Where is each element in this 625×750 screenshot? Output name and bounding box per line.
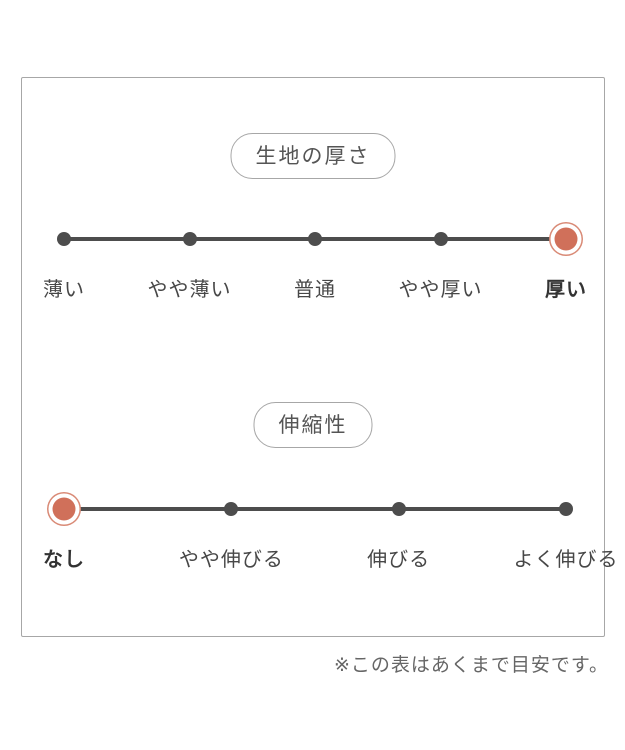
stretch-labels: なし やや伸びる 伸びる よく伸びる — [43, 543, 618, 571]
thickness-track — [57, 227, 578, 251]
stretch-label-4: よく伸びる — [513, 549, 619, 571]
thickness-dot-4 — [433, 232, 448, 246]
stretch-label-2: やや伸びる — [178, 549, 284, 571]
spec-box: 生地の厚さ 薄い やや薄い 普通 やや厚い 厚い 伸縮性 — [21, 77, 618, 637]
stretch-dot-4 — [559, 502, 573, 516]
stretch-title: 伸縮性 — [278, 414, 348, 437]
stretch-dot-1-selected — [52, 497, 76, 521]
stretch-scale-line — [64, 507, 566, 511]
stretch-dot-2 — [224, 502, 239, 516]
disclaimer-note: ※この表はあくまで目安です。 — [333, 655, 609, 676]
stretch-title-pill: 伸縮性 — [253, 402, 373, 448]
stretch-dot-3 — [391, 502, 406, 516]
thickness-label-1: 薄い — [43, 279, 85, 301]
thickness-label-5: 厚い — [545, 279, 587, 301]
thickness-label-4: やや厚い — [398, 279, 483, 301]
stretch-track — [52, 497, 573, 521]
thickness-dot-3 — [308, 232, 322, 246]
thickness-dot-1 — [57, 232, 71, 246]
thickness-label-2: やや薄い — [147, 279, 232, 301]
stretch-label-1: なし — [43, 549, 85, 571]
thickness-title: 生地の厚さ — [255, 145, 371, 168]
thickness-label-3: 普通 — [294, 279, 336, 301]
thickness-labels: 薄い やや薄い 普通 やや厚い 厚い — [43, 273, 586, 301]
thickness-dot-5-selected — [554, 227, 578, 251]
thickness-title-pill: 生地の厚さ — [230, 133, 396, 179]
thickness-dot-2 — [182, 232, 197, 246]
stretch-label-3: 伸びる — [367, 549, 431, 571]
